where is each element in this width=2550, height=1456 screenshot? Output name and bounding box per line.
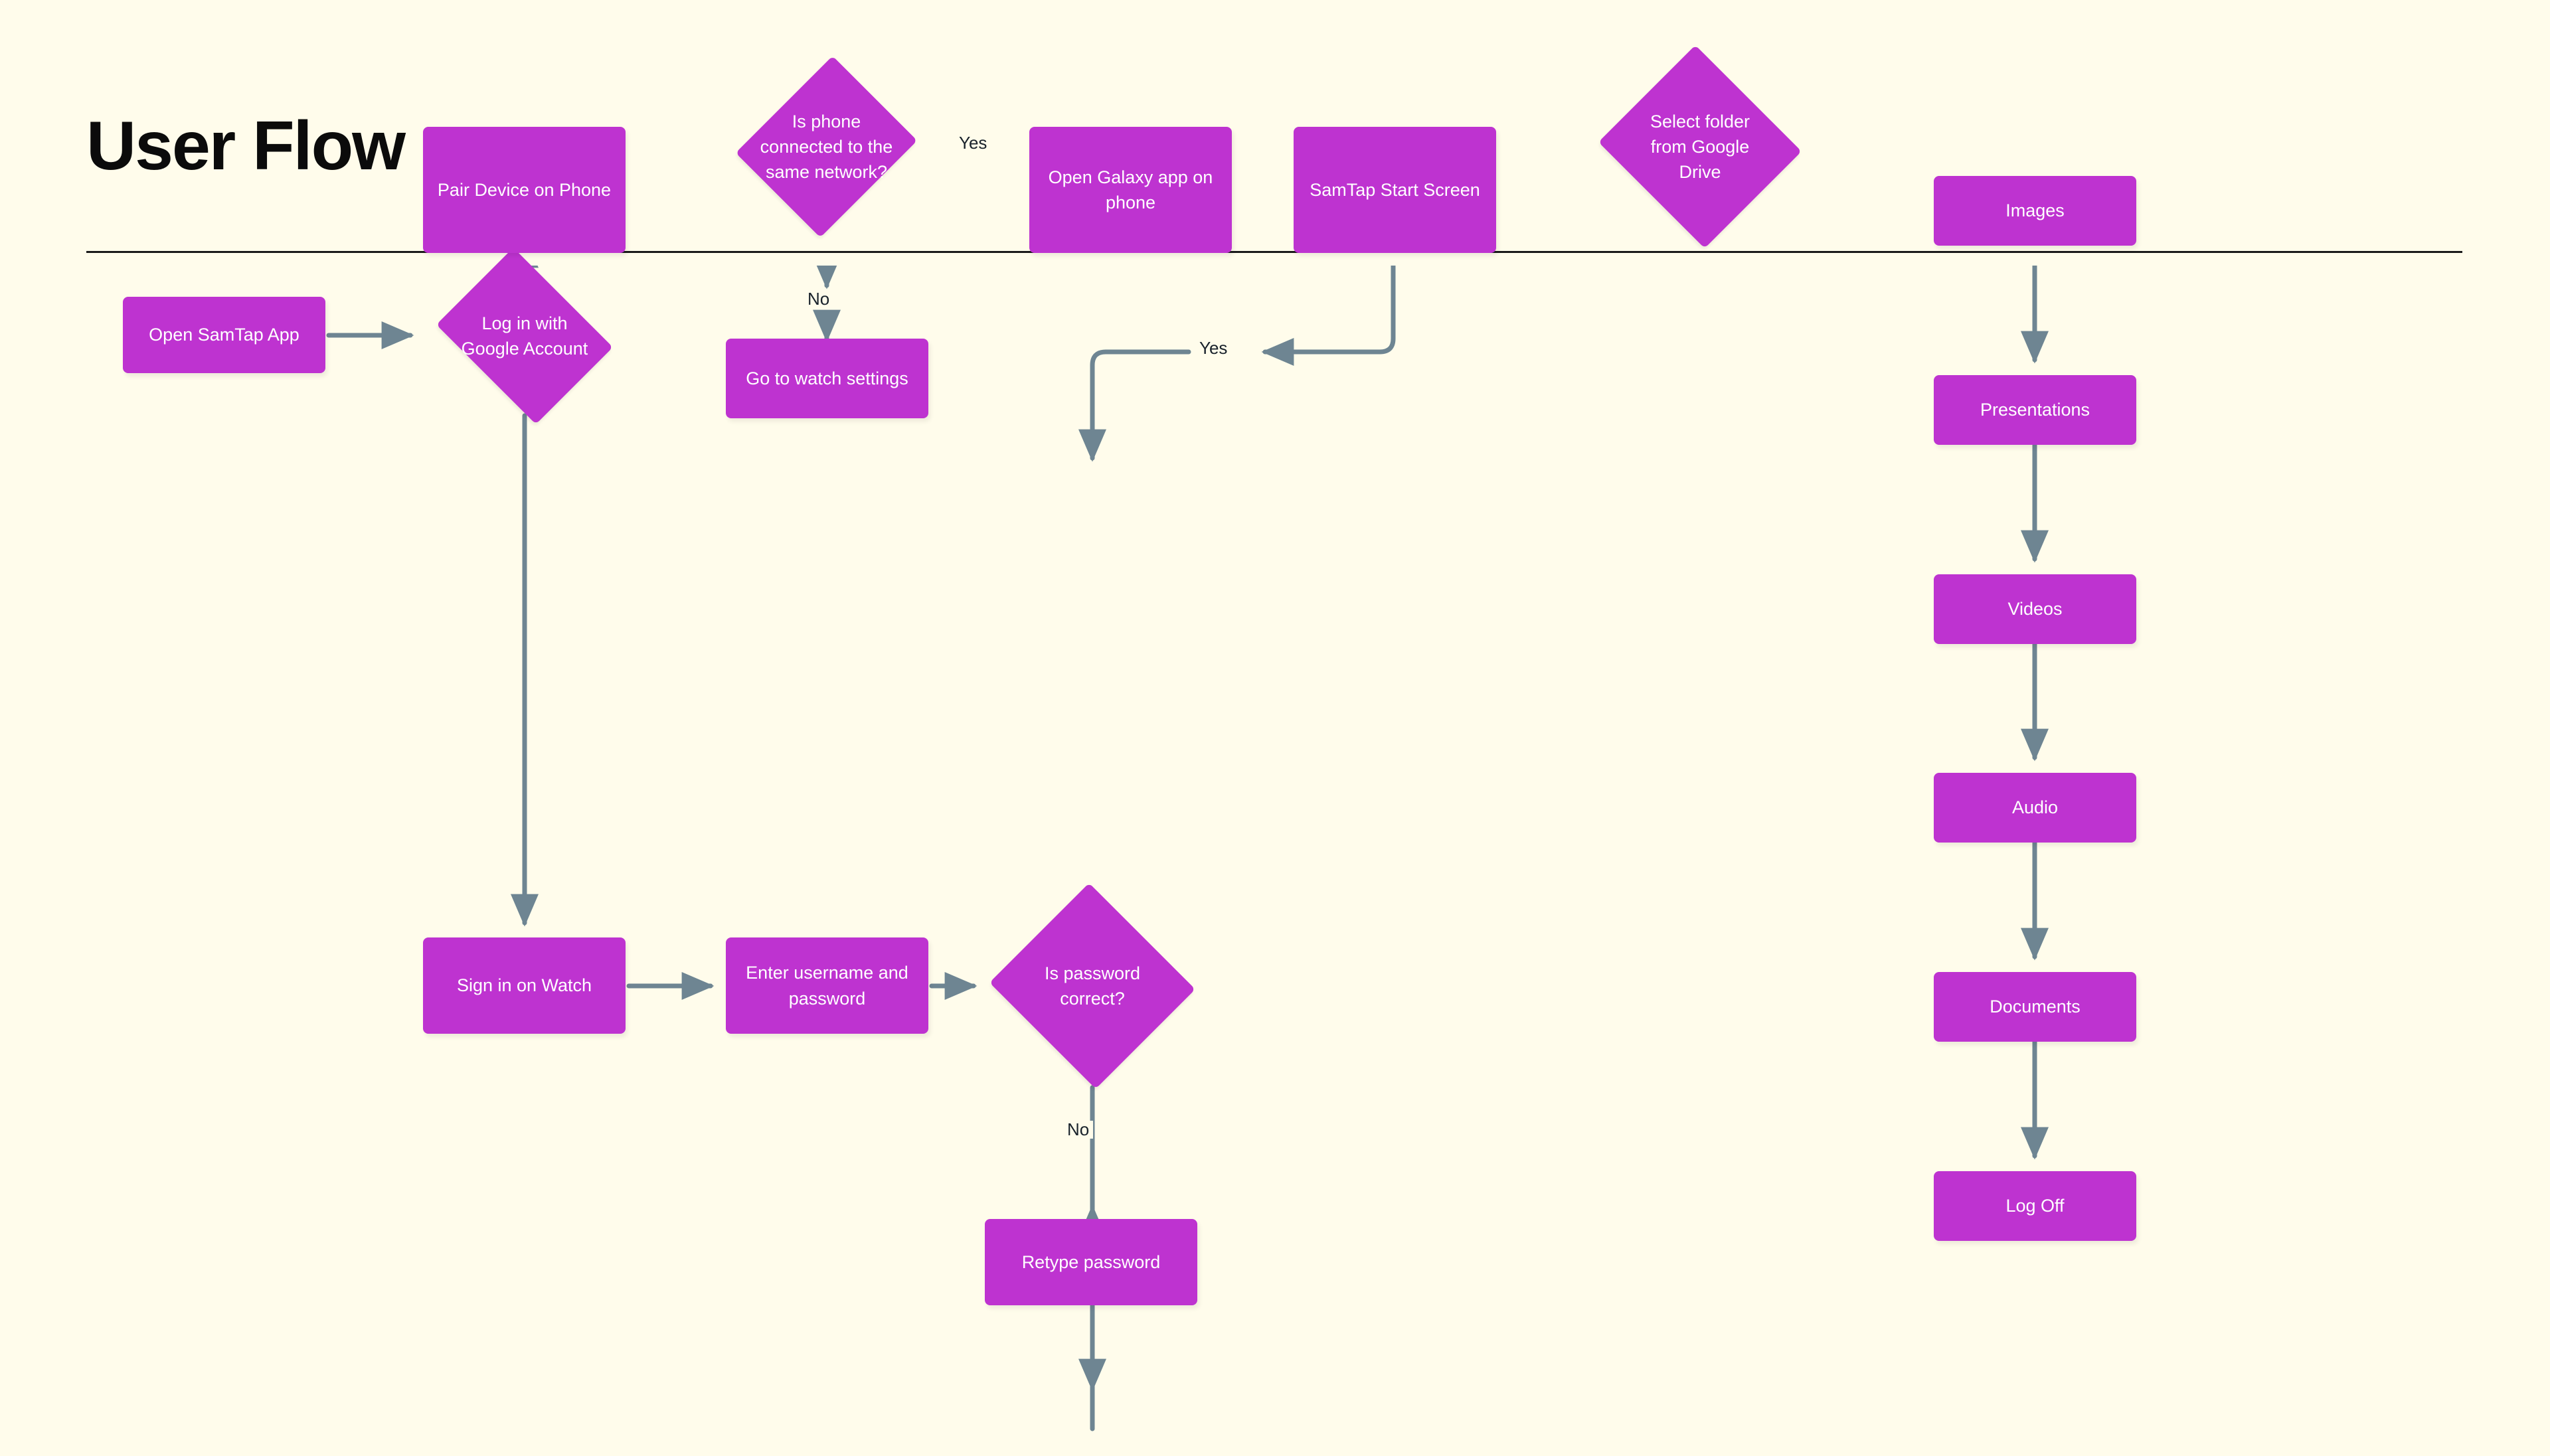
node-label: Enter username and password [746,963,908,1009]
edge-label-connected-yes: Yes [955,133,991,153]
node-is-password-correct[interactable]: Is password correct? [986,882,1199,1090]
node-label: Log Off [2005,1196,2065,1216]
node-layer: Open SamTap App Log in with Google Accou… [0,44,2550,1456]
node-label: Go to watch settings [746,368,908,388]
node-documents[interactable]: Documents [1934,972,2136,1042]
edge-label-password-no: No [1063,1120,1094,1139]
node-label: Is phone connected to the same network? [760,111,893,183]
node-presentations[interactable]: Presentations [1934,375,2136,445]
node-log-off[interactable]: Log Off [1934,1171,2136,1241]
node-select-folder-drive[interactable]: Select folder from Google Drive [1594,44,1806,249]
node-label: SamTap Start Screen [1310,179,1480,200]
node-label: Pair Device on Phone [437,179,612,200]
node-images[interactable]: Images [1934,176,2136,246]
flowchart-canvas: Open SamTap App Log in with Google Accou… [0,44,2550,1456]
node-label: Retype password [1021,1252,1161,1272]
node-videos[interactable]: Videos [1934,574,2136,644]
node-label: Sign in on Watch [456,975,592,996]
edge-label-start-yes: Yes [1195,339,1232,358]
node-log-in-google[interactable]: Log in with Google Account [425,247,624,425]
node-samtap-start-screen[interactable]: SamTap Start Screen [1294,127,1496,253]
node-open-galaxy-app[interactable]: Open Galaxy app on phone [1029,127,1232,253]
node-label: Is password correct? [1044,963,1141,1009]
node-retype-password[interactable]: Retype password [985,1219,1197,1305]
node-open-samtap-app[interactable]: Open SamTap App [123,297,325,373]
node-label: Open Galaxy app on phone [1048,167,1213,212]
node-label: Select folder from Google Drive [1650,111,1750,183]
node-label: Images [2005,201,2065,221]
node-label: Videos [2007,599,2063,619]
node-pair-device-phone[interactable]: Pair Device on Phone [423,127,626,253]
header-divider [86,251,2462,253]
page-title: User Flow [86,108,406,185]
node-label: Log in with Google Account [461,313,588,359]
node-label: Presentations [1980,400,2090,420]
node-label: Open SamTap App [149,325,299,345]
node-go-to-watch-settings[interactable]: Go to watch settings [726,339,928,418]
node-enter-username-password[interactable]: Enter username and password [726,937,928,1034]
node-audio[interactable]: Audio [1934,773,2136,843]
node-sign-in-on-watch[interactable]: Sign in on Watch [423,937,626,1034]
edge-label-connected-no: No [804,289,834,309]
node-is-phone-connected[interactable]: Is phone connected to the same network? [735,50,918,244]
node-label: Audio [2011,797,2059,818]
node-label: Documents [1990,997,2081,1017]
